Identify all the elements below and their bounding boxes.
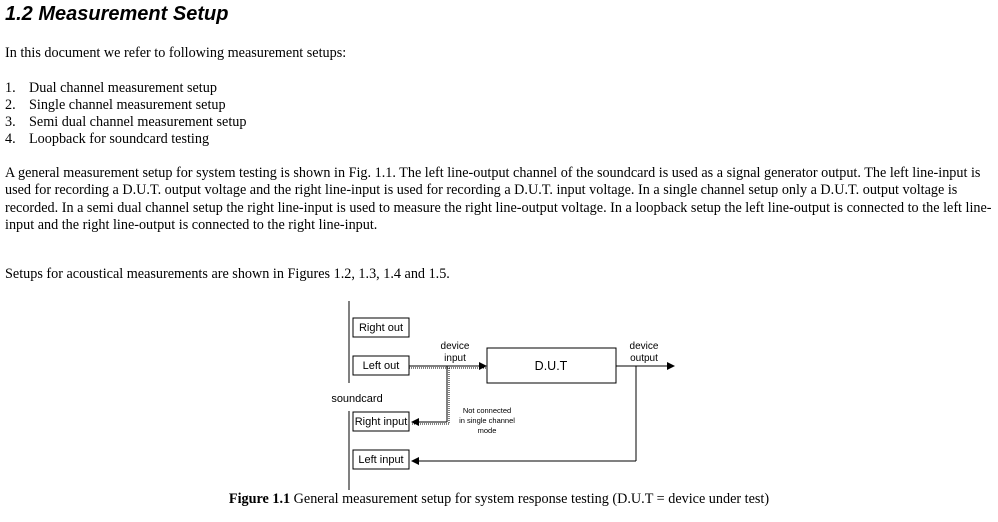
right-out-label: Right out (359, 322, 403, 334)
right-input-label: Right input (355, 416, 408, 428)
dut-label: D.U.T (535, 359, 568, 373)
soundcard-label: soundcard (331, 393, 382, 405)
not-connected-note: Not connected (463, 406, 511, 415)
section-heading: 1.2 Measurement Setup (5, 3, 229, 25)
device-input-label: input (444, 353, 466, 364)
not-connected-note: mode (478, 426, 497, 435)
right-out-port (352, 317, 410, 338)
left-input-port (352, 449, 410, 470)
not-connected-note: in single channel (459, 416, 515, 425)
setups-list: 1.Dual channel measurement setup 2.Singl… (5, 80, 246, 148)
figure-caption: Figure 1.1 General measurement setup for… (228, 491, 770, 507)
setups-note: Setups for acoustical measurements are s… (5, 266, 450, 282)
left-out-label: Left out (363, 360, 400, 372)
list-item: 2.Single channel measurement setup (5, 97, 226, 113)
list-item: 4.Loopback for soundcard testing (5, 131, 210, 147)
dut-box (486, 347, 617, 384)
left-input-label: Left input (358, 454, 403, 466)
body-paragraph: A general measurement setup for system t… (5, 165, 992, 234)
list-item: 1.Dual channel measurement setup (5, 80, 217, 96)
device-input-label: device (441, 341, 470, 352)
list-item: 3.Semi dual channel measurement setup (5, 114, 247, 130)
right-input-port (352, 411, 410, 432)
device-output-label: output (630, 353, 658, 364)
device-output-label: device (630, 341, 659, 352)
intro-text: In this document we refer to following m… (5, 45, 347, 61)
